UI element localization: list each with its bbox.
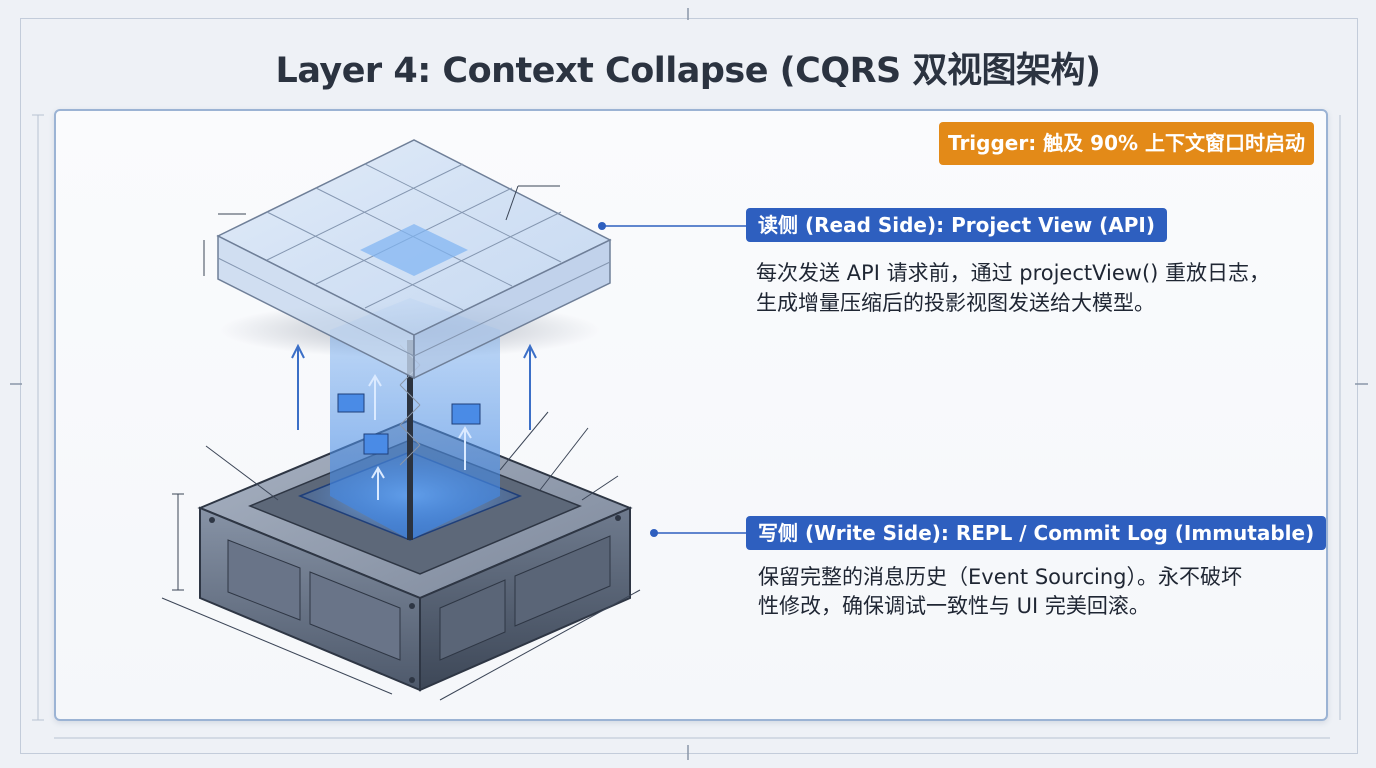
read-side-label: 读侧 (Read Side): Project View (API)	[746, 208, 1167, 242]
page-title: Layer 4: Context Collapse (CQRS 双视图架构)	[275, 51, 1101, 91]
dimension-annotations	[161, 185, 641, 701]
read-side-desc-line2: 生成增量压缩后的投影视图发送给大模型。	[756, 291, 1155, 315]
cqrs-isometric-diagram	[161, 139, 641, 701]
write-side-desc-line2: 性修改，确保调试一致性与 UI 完美回滚。	[758, 594, 1150, 618]
outer-frame	[20, 18, 1358, 754]
write-side-label: 写侧 (Write Side): REPL / Commit Log (Immu…	[746, 516, 1327, 550]
read-side-projection	[216, 139, 612, 380]
read-side-desc-line1: 每次发送 API 请求前，通过 projectView() 重放日志，	[756, 261, 1271, 285]
trigger-badge: Trigger: 触及 90% 上下文窗口时启动	[939, 122, 1314, 165]
write-side-desc-line1: 保留完整的消息历史（Event Sourcing）。永不破坏	[758, 565, 1243, 589]
